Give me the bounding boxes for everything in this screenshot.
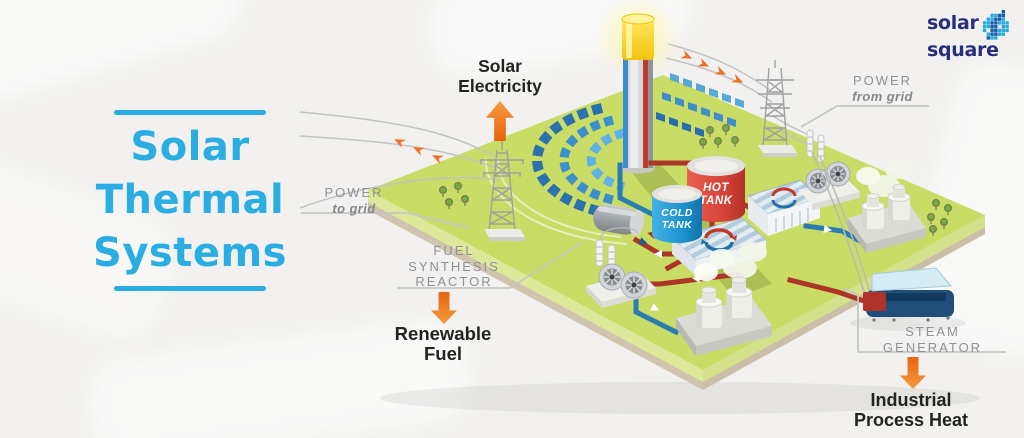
generator-unit-left xyxy=(586,263,656,308)
solar-electricity-line1: Solar xyxy=(478,56,522,76)
renewable-fuel-label: Renewable Fuel xyxy=(378,324,508,363)
heat-cycle-icon xyxy=(771,187,797,209)
steam-generator xyxy=(863,267,954,322)
power-from-grid-subtitle: from grid xyxy=(852,88,913,104)
power-from-grid-title: POWER xyxy=(852,73,913,88)
fan-disc xyxy=(825,161,851,187)
steam-generator-label: STEAM GENERATOR xyxy=(860,324,1005,355)
power-to-grid-label: POWER to grid xyxy=(299,185,409,216)
heliostat-field-rows xyxy=(656,73,744,137)
power-from-grid-label: POWER from grid xyxy=(835,73,930,104)
cooling-tower xyxy=(887,183,911,220)
solar-electricity-label: Solar Electricity xyxy=(430,56,570,96)
platform-shadow xyxy=(380,315,980,414)
transmission-tower-left xyxy=(299,111,525,241)
solarsquare-logo: solar xyxy=(927,10,1011,61)
fsr-line3: REACTOR xyxy=(415,274,493,289)
title-line-2: Thermal xyxy=(95,177,285,223)
title-rule-top xyxy=(114,110,266,115)
page-title-block: Solar Thermal Systems xyxy=(80,110,300,291)
fan-disc xyxy=(620,271,648,299)
renewable-fuel-line1: Renewable xyxy=(394,323,492,344)
trees xyxy=(439,123,952,236)
green-platform xyxy=(368,75,985,390)
cooling-tower xyxy=(861,192,885,229)
title-rule-bottom xyxy=(114,286,266,291)
title-line-1: Solar xyxy=(130,124,250,170)
fsr-line2: SYNTHESIS xyxy=(408,258,500,274)
logo-text-line2: square xyxy=(927,39,999,61)
fsr-line1: FUEL xyxy=(433,243,475,258)
industrial-process-heat-label: Industrial Process Heat xyxy=(836,390,986,430)
fan-disc xyxy=(598,263,626,291)
cooling-tower xyxy=(725,276,753,318)
generator-unit-right xyxy=(798,161,860,210)
cooling-towers-right xyxy=(848,161,926,253)
iph-line2: Process Heat xyxy=(853,409,969,430)
heliostat-field-arcs xyxy=(532,103,626,217)
solar-electricity-line2: Electricity xyxy=(458,75,542,96)
steam-generator-line2: GENERATOR xyxy=(882,339,983,355)
steam-generator-line1: STEAM xyxy=(905,324,960,339)
fuel-synthesis-reactor-label: FUEL SYNTHESIS REACTOR xyxy=(395,243,513,290)
renewable-fuel-line2: Fuel xyxy=(423,342,463,364)
power-to-grid-flow-arrows xyxy=(394,139,444,164)
cold-tank-label-line1: COLD xyxy=(661,207,693,219)
cooling-tower xyxy=(695,286,723,328)
fan-disc xyxy=(805,168,831,194)
hot-tank-label-line2: TANK xyxy=(699,195,732,207)
power-to-grid-title: POWER xyxy=(324,185,384,200)
hot-tank-label-line1: HOT xyxy=(703,182,729,194)
cold-tank: COLD TANK xyxy=(652,185,702,243)
transformer-bushings xyxy=(806,129,825,163)
field-roads xyxy=(484,157,628,245)
power-to-grid-subtitle: to grid xyxy=(332,200,376,216)
fuel-synthesis-reactor xyxy=(593,204,645,272)
cold-tank-label-line2: TANK xyxy=(662,219,693,231)
cooling-towers-bottom xyxy=(676,242,772,356)
title-line-3: Systems xyxy=(93,230,287,276)
logo-text-line1: solar xyxy=(927,12,979,34)
solar-tower xyxy=(596,0,680,174)
steam-generator-feed-lines xyxy=(811,151,873,301)
solarsquare-logo-icon xyxy=(982,10,1009,40)
callout-lines xyxy=(301,105,1006,353)
iph-line1: Industrial xyxy=(870,390,952,410)
power-from-grid-flow-arrows xyxy=(680,50,744,83)
